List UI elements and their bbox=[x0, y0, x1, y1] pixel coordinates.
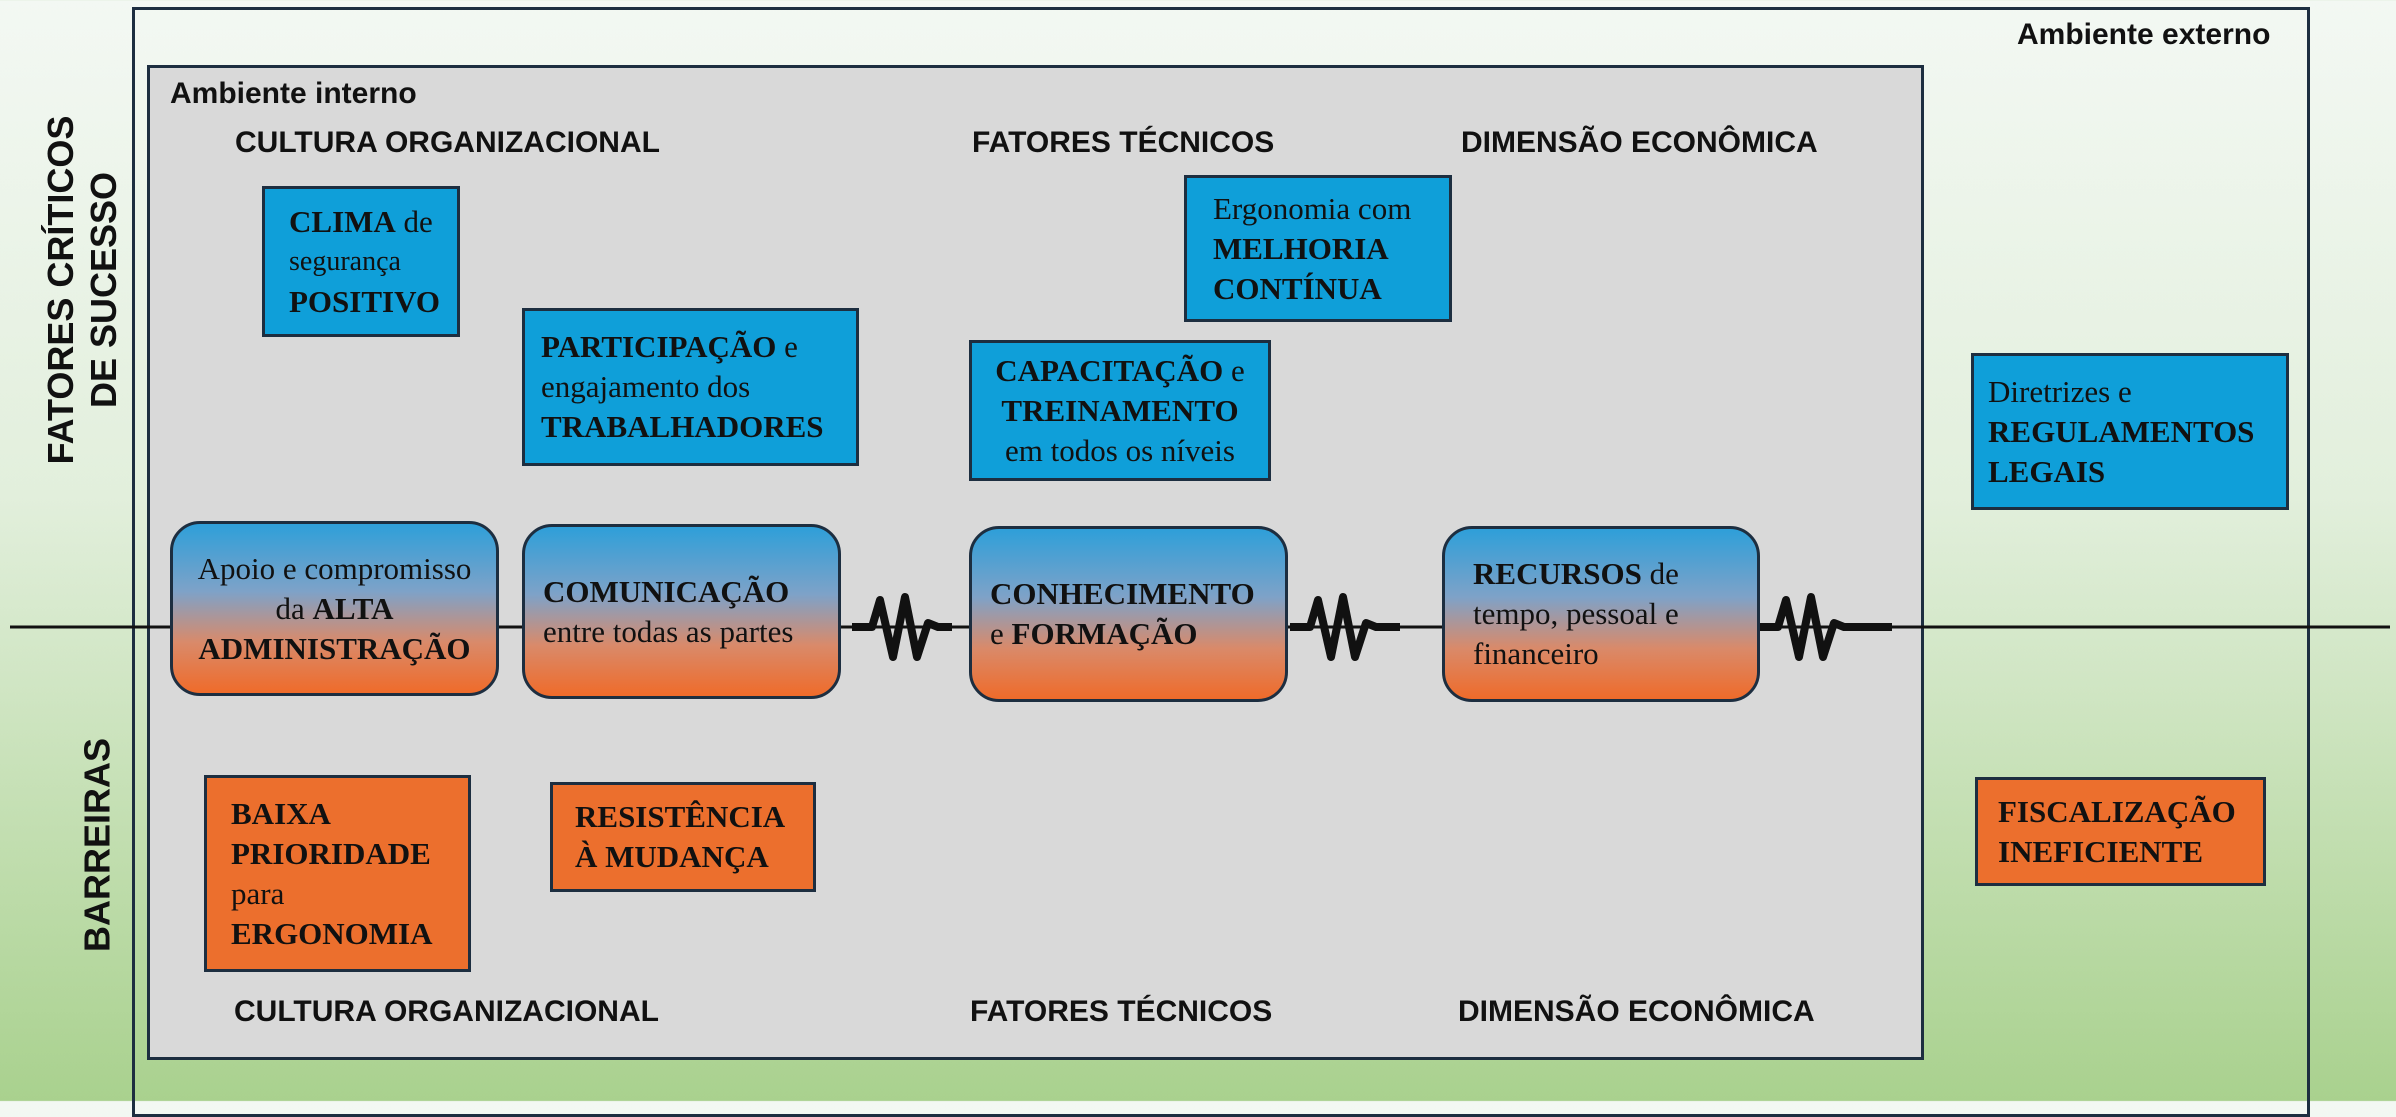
diretrizes-bold: REGULAMENTOS bbox=[1988, 413, 2255, 449]
baixa-bold-2: PRIORIDADE bbox=[231, 835, 431, 871]
participacao-bold-2: TRABALHADORES bbox=[541, 409, 824, 444]
capacitacao-bold-2: TREINAMENTO bbox=[1001, 392, 1239, 428]
header-bottom-cultura: CULTURA ORGANIZACIONAL bbox=[234, 995, 659, 1028]
header-top-tecnicos: FATORES TÉCNICOS bbox=[972, 126, 1275, 159]
apoio-box: Apoio e compromisso da ALTA ADMINISTRAÇÃ… bbox=[170, 521, 499, 696]
recursos-text: de bbox=[1641, 556, 1679, 591]
capacitacao-box: CAPACITAÇÃO e TREINAMENTO em todos os ní… bbox=[969, 340, 1271, 481]
comunicacao-bold: COMUNICAÇÃO bbox=[543, 573, 790, 609]
clima-text-2: segurança bbox=[289, 245, 401, 277]
participacao-box: PARTICIPAÇÃO e engajamento dos TRABALHAD… bbox=[522, 308, 859, 466]
internal-environment-label: Ambiente interno bbox=[170, 77, 417, 110]
resistor-symbol bbox=[1758, 593, 1892, 661]
ergonomia-melhoria-box: Ergonomia com MELHORIA CONTÍNUA bbox=[1184, 175, 1452, 322]
resistencia-bold: RESISTÊNCIA bbox=[575, 799, 786, 834]
capacitacao-text-2: em todos os níveis bbox=[1005, 432, 1235, 468]
recursos-text-2: tempo, pessoal e bbox=[1473, 596, 1679, 631]
resistor-symbol bbox=[852, 593, 952, 661]
baixa-bold-3: ERGONOMIA bbox=[231, 915, 433, 951]
conhecimento-box: CONHECIMENTO e FORMAÇÃO bbox=[969, 526, 1288, 702]
fiscalizacao-bold: FISCALIZAÇÃO bbox=[1998, 793, 2236, 829]
ergonomia-bold: MELHORIA bbox=[1213, 230, 1389, 266]
ergonomia-bold-2: CONTÍNUA bbox=[1213, 270, 1382, 306]
fiscalizacao-bold-2: INEFICIENTE bbox=[1998, 833, 2203, 869]
baixa-bold: BAIXA bbox=[231, 795, 331, 831]
comunicacao-text: entre todas as partes bbox=[543, 613, 794, 649]
diretrizes-bold-2: LEGAIS bbox=[1988, 453, 2106, 489]
header-bottom-economica: DIMENSÃO ECONÔMICA bbox=[1458, 995, 1815, 1028]
baixa-text: para bbox=[231, 875, 285, 911]
comunicacao-box: COMUNICAÇÃO entre todas as partes bbox=[522, 524, 841, 699]
apoio-text-2: da bbox=[275, 590, 313, 626]
apoio-bold-2: ADMINISTRAÇÃO bbox=[198, 630, 471, 666]
external-environment-label: Ambiente externo bbox=[2017, 18, 2271, 51]
clima-bold: CLIMA bbox=[289, 203, 396, 239]
apoio-bold: ALTA bbox=[312, 590, 394, 626]
clima-box: CLIMA de segurança POSITIVO bbox=[262, 186, 460, 337]
ergonomia-text: Ergonomia com bbox=[1213, 190, 1412, 226]
participacao-text: e bbox=[776, 329, 798, 364]
capacitacao-bold: CAPACITAÇÃO bbox=[995, 352, 1224, 388]
conhecimento-bold: CONHECIMENTO bbox=[990, 576, 1255, 611]
clima-text: de bbox=[395, 203, 433, 239]
resistor-symbol bbox=[1290, 593, 1400, 661]
diretrizes-box: Diretrizes e REGULAMENTOS LEGAIS bbox=[1971, 353, 2289, 510]
header-bottom-tecnicos: FATORES TÉCNICOS bbox=[970, 995, 1273, 1028]
header-top-economica: DIMENSÃO ECONÔMICA bbox=[1461, 126, 1818, 159]
resistencia-bold-2: À MUDANÇA bbox=[575, 839, 769, 874]
resistencia-box: RESISTÊNCIA À MUDANÇA bbox=[550, 782, 816, 892]
conhecimento-text: e bbox=[990, 616, 1012, 651]
apoio-text: Apoio e compromisso bbox=[197, 550, 472, 586]
baixa-prioridade-box: BAIXA PRIORIDADE para ERGONOMIA bbox=[204, 775, 471, 972]
capacitacao-text: e bbox=[1223, 352, 1245, 388]
fiscalizacao-box: FISCALIZAÇÃO INEFICIENTE bbox=[1975, 777, 2266, 886]
recursos-bold: RECURSOS bbox=[1473, 556, 1642, 591]
diretrizes-text: Diretrizes e bbox=[1988, 373, 2132, 409]
recursos-text-3: financeiro bbox=[1473, 636, 1599, 671]
clima-bold-2: POSITIVO bbox=[289, 283, 440, 319]
header-top-cultura: CULTURA ORGANIZACIONAL bbox=[235, 126, 660, 159]
participacao-text-2: engajamento dos bbox=[541, 369, 751, 404]
participacao-bold: PARTICIPAÇÃO bbox=[541, 329, 777, 364]
recursos-box: RECURSOS de tempo, pessoal e financeiro bbox=[1442, 526, 1760, 702]
conhecimento-bold-2: FORMAÇÃO bbox=[1011, 616, 1198, 651]
